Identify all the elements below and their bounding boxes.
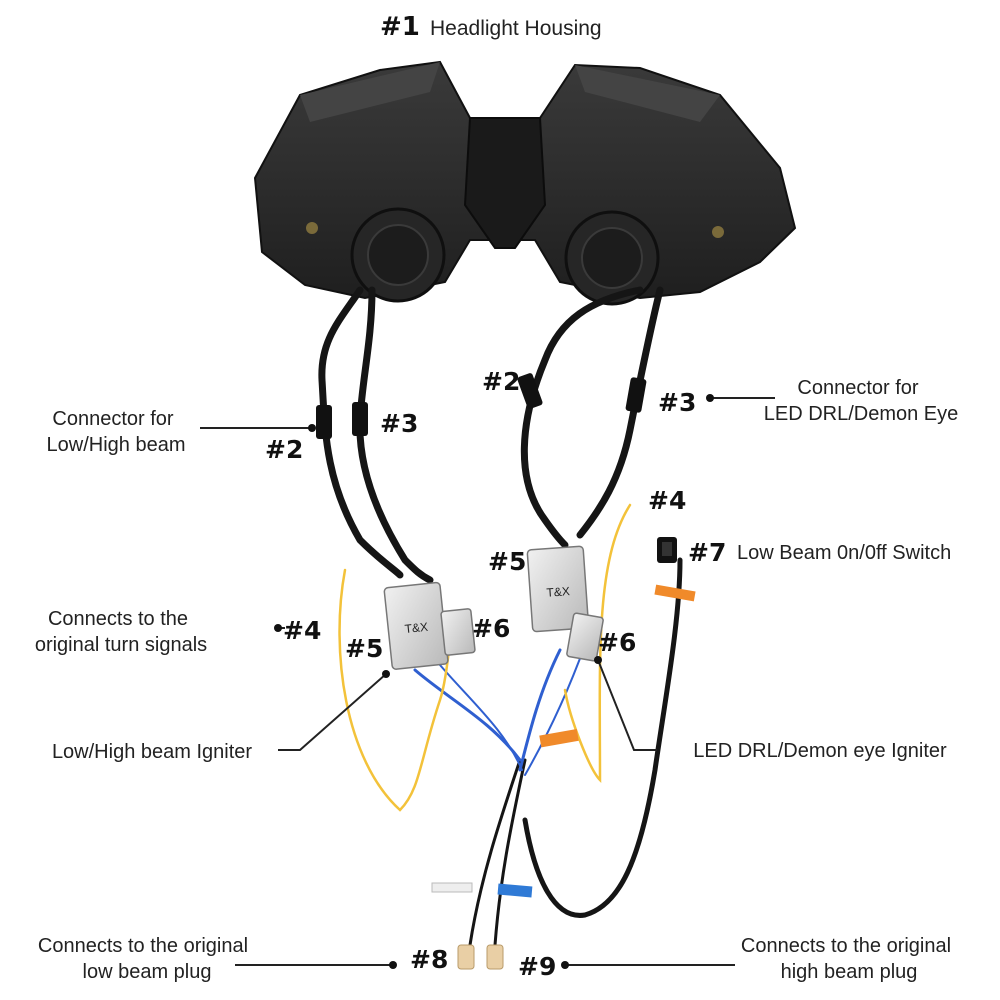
right-drl-connector	[625, 377, 647, 413]
leader-lines	[200, 397, 775, 966]
label-drl-connector-1: Connector for	[797, 377, 919, 399]
headlight-housing	[253, 60, 797, 306]
label-turn-signals-2: original turn signals	[35, 634, 207, 656]
left-drl-igniter	[440, 608, 476, 656]
marker-7: #7	[688, 538, 726, 567]
left-beam-connector	[316, 405, 332, 439]
right-drl-igniter	[566, 612, 604, 662]
title-number: #1	[380, 12, 420, 42]
marker-6-right: #6	[598, 628, 636, 657]
marker-2-left: #2	[265, 435, 303, 464]
right-main-ballast: T&X	[526, 545, 590, 633]
title-text: Headlight Housing	[430, 17, 602, 40]
marker-5-left: #5	[345, 634, 383, 663]
label-lowhigh-connector-1: Connector for	[52, 408, 174, 430]
right-ballast-brand: T&X	[546, 584, 570, 600]
label-lowhigh-igniter: Low/High beam Igniter	[52, 741, 252, 763]
blue-tag	[497, 883, 533, 898]
marker-6-left: #6	[472, 614, 510, 643]
marker-2-right: #2	[482, 367, 520, 396]
label-low-plug-1: Connects to the original	[38, 935, 248, 957]
label-high-plug-1: Connects to the original	[741, 935, 951, 957]
left-main-ballast: T&X	[383, 581, 449, 670]
label-switch: Low Beam 0n/0ff Switch	[737, 542, 951, 564]
high-beam-plug	[486, 944, 504, 970]
orange-tag-switch	[654, 584, 696, 602]
label-high-plug-2: high beam plug	[781, 961, 918, 983]
marker-4-left: #4	[283, 616, 321, 645]
low-beam-plug	[457, 944, 475, 970]
marker-3-right: #3	[658, 388, 696, 417]
orange-tag-harness	[539, 728, 579, 748]
marker-9: #9	[518, 952, 556, 981]
marker-3-left: #3	[380, 409, 418, 438]
marker-5-right: #5	[488, 547, 526, 576]
marker-8: #8	[410, 945, 448, 974]
left-ballast-brand: T&X	[404, 620, 429, 636]
left-drl-connector	[352, 402, 368, 436]
right-beam-connector	[517, 373, 543, 409]
leader-dots	[274, 394, 714, 969]
label-lowhigh-connector-2: Low/High beam	[47, 434, 186, 456]
label-turn-signals-1: Connects to the	[48, 608, 188, 630]
marker-4-right: #4	[648, 486, 686, 515]
label-drl-connector-2: LED DRL/Demon Eye	[764, 403, 959, 425]
wiring-harness	[318, 286, 683, 947]
label-low-plug-2: low beam plug	[83, 961, 212, 983]
label-drl-igniter: LED DRL/Demon eye Igniter	[693, 740, 947, 762]
